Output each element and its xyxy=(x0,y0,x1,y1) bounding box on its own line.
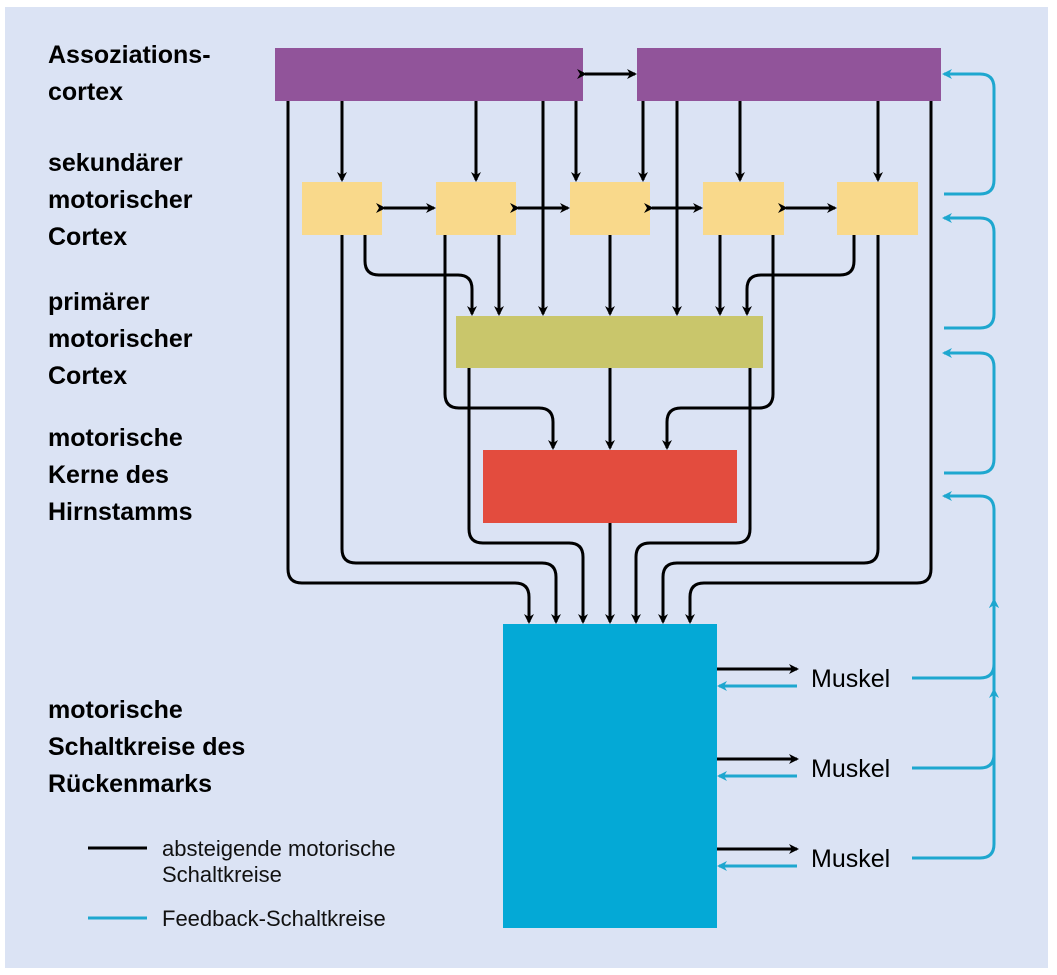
level-label-assoc-2: cortex xyxy=(48,78,123,106)
legend-descending-label-2: Schaltkreise xyxy=(162,862,282,887)
muscle-label-2: Muskel xyxy=(811,755,890,783)
secondary4-to-brainstem-line xyxy=(662,235,775,450)
muscle-feedback-line-3 xyxy=(912,688,999,860)
muscle-feedback-line-1 xyxy=(912,491,996,680)
association-cortex-box-right xyxy=(637,48,941,101)
level-label-secondary-2: motorischer xyxy=(48,186,193,214)
feedback-bracket-2 xyxy=(942,213,996,330)
level-label-primary-1: primärer xyxy=(48,288,150,316)
secondary-cortex-box-5 xyxy=(837,182,918,235)
brainstem-nuclei-box xyxy=(483,450,737,523)
level-label-spinal-1: motorische xyxy=(48,696,183,724)
legend-descending-label-1: absteigende motorische xyxy=(162,836,396,861)
level-label-spinal-3: Rückenmarks xyxy=(48,770,212,798)
primary-cortex-box xyxy=(456,316,763,368)
secondary-cortex-box-3 xyxy=(570,182,650,235)
level-label-brainstem-3: Hirnstamms xyxy=(48,498,193,526)
secondary-cortex-box-2 xyxy=(436,182,516,235)
level-label-primary-2: motorischer xyxy=(48,325,193,353)
secondary-cortex-box-1 xyxy=(302,182,382,235)
level-label-secondary-3: Cortex xyxy=(48,223,127,251)
level-label-brainstem-1: motorische xyxy=(48,424,183,452)
level-label-assoc-1: Assoziations- xyxy=(48,41,211,69)
descending-assoc-right-to-spinal-line xyxy=(685,101,933,624)
muscle-feedback-line-2 xyxy=(912,598,999,770)
muscle-label-3: Muskel xyxy=(811,845,890,873)
level-label-brainstem-2: Kerne des xyxy=(48,461,169,489)
spinal-circuits-box xyxy=(503,624,717,928)
descending-primary-left-to-spinal-line xyxy=(467,368,588,624)
descending-assoc-left-to-spinal-line xyxy=(286,101,534,624)
secondary2-to-brainstem-line xyxy=(443,235,558,450)
descending-secondary1-to-spinal-line xyxy=(340,235,561,624)
secondary1-to-primary-line xyxy=(363,235,477,316)
secondary5-to-primary-line xyxy=(742,235,856,316)
feedback-bracket-3 xyxy=(942,348,996,475)
descending-secondary5-to-spinal-line xyxy=(658,235,880,624)
association-cortex-box-left xyxy=(275,48,583,101)
legend-feedback-label: Feedback-Schaltkreise xyxy=(162,906,386,931)
level-label-secondary-1: sekundärer xyxy=(48,149,183,177)
level-label-spinal-2: Schaltkreise des xyxy=(48,733,245,761)
level-label-primary-3: Cortex xyxy=(48,362,127,390)
feedback-bracket-1 xyxy=(942,69,996,196)
secondary-cortex-box-4 xyxy=(703,182,784,235)
descending-primary-right-to-spinal-line xyxy=(631,368,752,624)
muscle-label-1: Muskel xyxy=(811,665,890,693)
